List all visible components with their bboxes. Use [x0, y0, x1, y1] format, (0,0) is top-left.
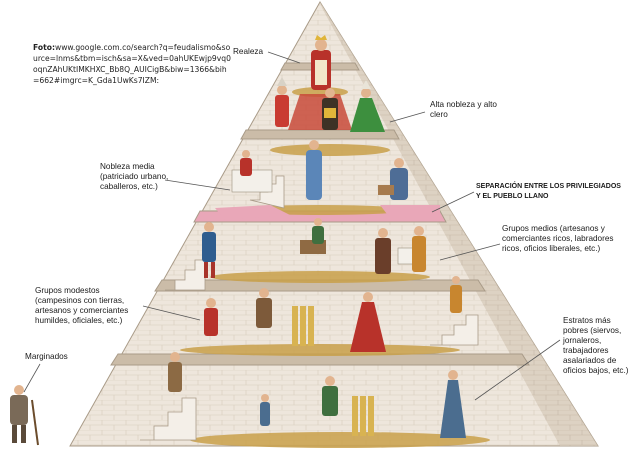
floor-alta-nobleza [270, 144, 390, 156]
stairs-right-middle [430, 314, 479, 346]
figure-climber [450, 276, 462, 313]
label-marginados: Marginados [25, 352, 68, 361]
label-grupos-modestos: Grupos modestos (campesinos con tierras,… [35, 286, 129, 325]
floor-estratos-pobres [190, 432, 490, 448]
figure-reaper-woman [350, 292, 386, 352]
figure-serf [322, 376, 338, 416]
figure-carpenter [300, 218, 326, 254]
floor-grupos-modestos [180, 344, 460, 356]
figure-merchant-table [231, 150, 273, 193]
pointer-grupos-medios [439, 243, 501, 261]
figure-child [260, 394, 270, 426]
figure-harvester [256, 288, 272, 328]
floor-grupos-medios [210, 271, 430, 283]
label-alta-nobleza: Alta nobleza y alto clero [430, 100, 497, 119]
label-estratos-pobres: Estratos más pobres (siervos, jornaleros… [563, 316, 629, 375]
pink-rug-right [380, 205, 440, 218]
stairs-lower-left [140, 397, 197, 441]
photo-credit-prefix: Foto: [33, 43, 55, 52]
pointer-realeza [267, 51, 301, 64]
figure-bishop [275, 77, 289, 127]
photo-credit-url[interactable]: www.google.com.co/search?q=feudalismo&so… [33, 43, 231, 85]
figure-scribe [378, 158, 408, 200]
wheat-sheaves-bottom [352, 396, 374, 436]
label-grupos-medios: Grupos medios (artesanos y comerciantes … [502, 224, 614, 253]
figure-noble [322, 88, 338, 130]
pointer-marginados [23, 363, 41, 393]
figure-beggar [10, 385, 39, 446]
figure-king [311, 35, 331, 90]
figure-poor-climber [168, 352, 182, 392]
pointer-lines [23, 51, 561, 401]
figure-modest-left [204, 298, 218, 336]
label-separacion: Separación entre los privilegiados y el … [476, 183, 621, 200]
label-nobleza-media: Nobleza media (patriciado urbano, caball… [100, 162, 169, 191]
figure-lady [350, 80, 385, 132]
figures [10, 35, 466, 446]
wheat-sheaves-middle [292, 306, 314, 346]
label-realeza: Realeza [233, 47, 264, 56]
pointer-alta-nobleza [389, 111, 426, 123]
figure-knight [306, 140, 322, 200]
pyramid-right-shade [320, 2, 598, 446]
figure-artisan-left [202, 222, 216, 278]
pointer-estratos-pobres [474, 339, 561, 401]
pink-rug [215, 205, 290, 220]
figure-poor-woman [440, 370, 466, 438]
photo-credit: Foto:www.google.com.co/search?q=feudalis… [33, 42, 233, 86]
pointer-nobleza-media [164, 179, 231, 191]
figure-rich-merchants [375, 226, 426, 274]
pointer-separacion [431, 191, 475, 213]
pointer-grupos-modestos [142, 305, 201, 321]
